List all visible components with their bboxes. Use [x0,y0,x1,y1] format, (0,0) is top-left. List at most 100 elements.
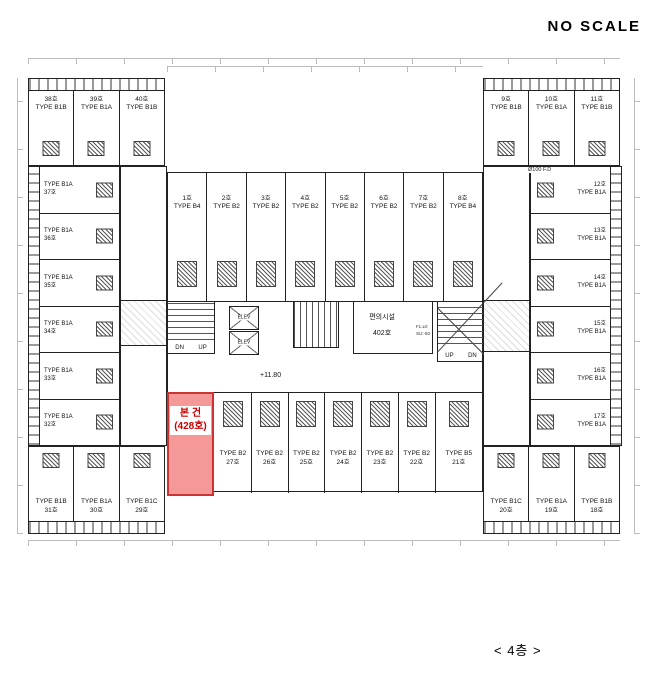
unit-group-top-left-wing: 38호 TYPE B1B 39호 TYPE B1A 40호 [29,91,164,165]
unit-label-line2: 24호 [336,458,350,466]
unit-label-line2: TYPE B1A [577,236,606,243]
unit-cell: TYPE B1A 32호 [40,398,119,446]
unit-group-top-center: 1호 TYPE B4 2호 TYPE B2 3호 [168,173,482,301]
unit-label-line1: 4호 [300,195,311,202]
unit-label: 5호 TYPE B2 [326,195,364,212]
unit-label-line1: 12호 [593,181,606,188]
unit-label: TYPE B1A 32호 [44,414,93,430]
unit-label-line1: TYPE B2 [366,450,394,458]
balcony-strip [484,521,619,533]
unit-cell: 15호 TYPE B1A [531,305,610,353]
unit-label-line1: TYPE B1B [35,498,67,506]
unit-label-line2: TYPE B1B [581,104,613,112]
wing-bottom-left: TYPE B1B 31호 TYPE B1A 30호 TYPE B1C [28,446,165,534]
unit-label: 13호 TYPE B1A [557,228,606,244]
unit-label-line2: 26호 [263,458,277,466]
unit-label: TYPE B5 21호 [436,450,482,467]
unit-label-line2: 20호 [499,506,513,514]
unit-label: TYPE B2 26호 [252,450,288,467]
unit-label: 8호 TYPE B4 [444,195,482,212]
bathroom-icon [87,453,105,468]
unit-cell: TYPE B1A 36호 [40,212,119,260]
stair-direction-labels: UP DN [438,353,484,359]
unit-cell: 12호 TYPE B1A [531,167,610,213]
core-band: DN UP ELEV ELEV 편의시설 402호 FL:±0 SU:-50 [168,301,484,393]
unit-cell: 1호 TYPE B4 [168,173,206,301]
unit-label-line1: TYPE B1A [44,321,73,328]
unit-label-line1: TYPE B1C [490,498,522,506]
unit-label-line1: TYPE B2 [403,450,430,458]
balcony-strip [29,167,40,445]
unit-label: TYPE B2 25호 [289,450,325,467]
unit-cell: TYPE B2 24호 [324,393,361,493]
wing-top-left: 38호 TYPE B1B 39호 TYPE B1A 40호 [28,78,165,166]
unit-label: TYPE B1A 35호 [44,275,93,291]
unit-label-line2: 25호 [299,458,313,466]
unit-cell: TYPE B1B 18호 [573,447,619,521]
elevator-label: ELEV [236,339,252,346]
unit-label-line1: TYPE B1B [581,498,613,506]
balcony-strip [484,79,619,91]
unit-label-line1: TYPE B2 [329,450,357,458]
unit-label-line1: 11호 [590,96,604,103]
unit-label-line2: TYPE B4 [173,203,201,211]
no-scale-label: NO SCALE [547,18,641,35]
bathroom-icon [537,321,554,337]
facility-note-2: SU:-50 [415,330,430,336]
bathroom-icon [406,401,427,427]
unit-label-line2: TYPE B2 [291,203,319,211]
unit-label-line2: 31호 [44,506,58,514]
unit-group-bottom-left-wing: TYPE B1B 31호 TYPE B1A 30호 TYPE B1C [29,447,164,521]
unit-label-line2: 33호 [44,375,57,382]
unit-cell: 17호 TYPE B1A [531,398,610,446]
balcony-strip [29,79,164,91]
unit-cell: 13호 TYPE B1A [531,212,610,260]
bathroom-icon [259,401,280,427]
unit-cell: 6호 TYPE B2 [363,173,403,301]
unit-label-line2: 35호 [44,282,57,289]
unit-label-line1: 10호 [544,96,559,103]
unit-label-line2: 18호 [590,506,604,514]
unit-label: TYPE B1C 29호 [120,498,164,515]
elevator-shaft: ELEV [229,331,259,355]
bathroom-icon [42,141,60,156]
unit-label-line2: TYPE B2 [410,203,437,211]
bathroom-icon [96,275,113,291]
unit-cell: TYPE B1A 35호 [40,259,119,306]
unit-label-line2: 30호 [89,506,104,514]
dimension-line-top [28,58,620,64]
unit-label: TYPE B1A 36호 [44,228,93,244]
bathroom-icon [96,228,113,244]
stair-direction-labels: DN UP [168,345,214,351]
unit-label-line1: TYPE B1A [44,228,73,235]
unit-label-line2: TYPE B1A [577,375,606,382]
unit-label-line2: TYPE B2 [370,203,398,211]
column-right: 12호 TYPE B1A 13호 TYPE B1A 14호 [530,166,622,446]
unit-label: 1호 TYPE B4 [168,195,206,212]
unit-label-line1: 14호 [593,274,606,281]
unit-label-line1: 5호 [339,195,350,202]
unit-label: 16호 TYPE B1A [557,368,606,384]
facility-room-402: 편의시설 402호 FL:±0 SU:-50 [353,302,433,354]
unit-label-line1: TYPE B1A [44,367,73,374]
unit-cell: 5호 TYPE B2 [324,173,364,301]
bathroom-icon [177,261,198,287]
facility-name: 편의시설 [369,314,395,321]
bathroom-icon [374,261,395,287]
unit-label-line1: 15호 [593,321,606,328]
unit-label-line2: TYPE B4 [449,203,477,211]
unit-label-line1: TYPE B1C [126,498,158,506]
bathroom-icon [295,261,316,287]
unit-label-line1: TYPE B1A [44,181,73,188]
elevator-shaft: ELEV [229,306,259,330]
unit-cell: 7호 TYPE B2 [403,173,442,301]
unit-label-line1: 3호 [261,195,271,202]
unit-label: TYPE B1B 18호 [575,498,619,515]
unit-label: 12호 TYPE B1A [557,182,606,198]
subject-label-line2: (428호) [174,420,207,432]
stair-up-label: UP [445,353,454,359]
unit-cell: 2호 TYPE B2 [206,173,245,301]
bathroom-icon [333,401,354,427]
elevator-label: ELEV [236,314,252,321]
